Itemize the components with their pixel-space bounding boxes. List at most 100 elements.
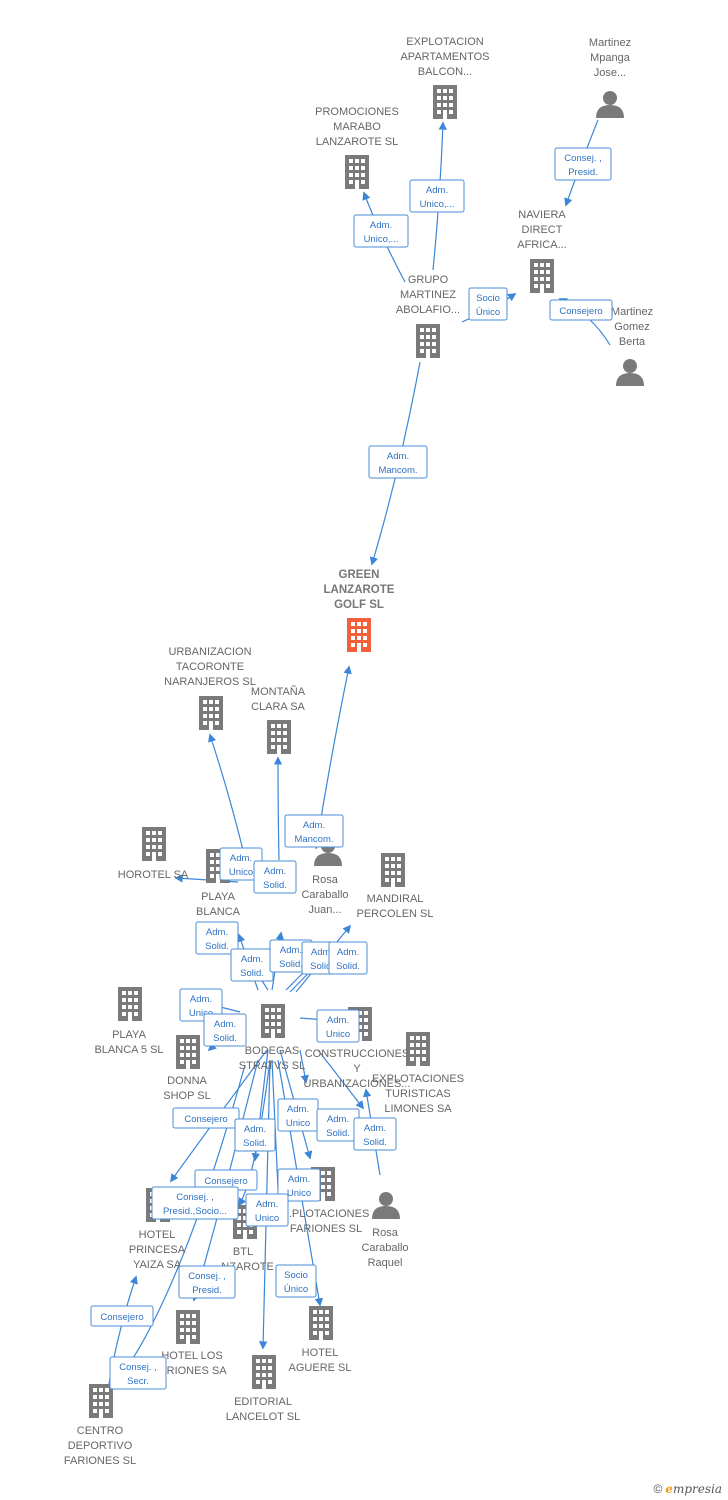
relation-label-r10[interactable]: Adm.Solid. <box>195 921 239 955</box>
node-label: Martinez <box>589 37 631 49</box>
relation-box <box>179 988 223 1022</box>
relation-text: Unico <box>255 1213 279 1224</box>
relation-labels: Adm.Unico,...Consej. ,Presid.Adm.Unico,.… <box>90 147 613 1390</box>
node-label: TACORONTE <box>176 661 244 673</box>
node-label: DONNA <box>167 1075 207 1087</box>
node-explotacion-apartamentos[interactable]: EXPLOTACIONAPARTAMENTOSBALCON... <box>400 36 490 119</box>
building-icon[interactable] <box>142 827 166 861</box>
node-label: CENTRO <box>77 1425 124 1437</box>
brand-logo[interactable]: empresia <box>665 1482 722 1496</box>
building-icon[interactable] <box>267 720 291 754</box>
relation-text: Solid. <box>243 1138 267 1149</box>
relation-text: Adm. <box>426 185 448 196</box>
relation-label-r5[interactable]: Consejero <box>549 299 613 321</box>
relation-label-r15[interactable]: Adm.Unico <box>179 988 223 1022</box>
relation-label-r16[interactable]: Adm.Solid. <box>203 1013 247 1047</box>
node-martinez-mpanga[interactable]: MartinezMpangaJose... <box>589 37 631 118</box>
building-icon[interactable] <box>309 1306 333 1340</box>
node-label: GRUPO <box>408 274 449 286</box>
relation-label-r8[interactable]: Adm.Unico <box>219 847 263 881</box>
building-icon[interactable] <box>530 259 554 293</box>
building-icon[interactable] <box>416 324 440 358</box>
relation-label-r26[interactable]: Adm.Unico <box>245 1193 289 1227</box>
node-label: YAIZA SA <box>133 1259 182 1271</box>
node-naviera-direct[interactable]: NAVIERADIRECTAFRICA... <box>517 209 567 293</box>
building-icon[interactable] <box>252 1355 276 1389</box>
building-icon[interactable] <box>433 85 457 119</box>
person-icon[interactable] <box>372 1192 400 1219</box>
node-grupo-martinez[interactable]: GRUPOMARTINEZABOLAFIO... <box>396 274 460 358</box>
relation-text: Consej. , <box>119 1362 157 1373</box>
relation-label-r7[interactable]: Adm.Mancom. <box>284 814 344 848</box>
building-icon[interactable] <box>381 853 405 887</box>
node-horotel[interactable]: HOROTEL SA <box>118 827 189 881</box>
relation-label-r3[interactable]: Adm.Unico,... <box>353 214 409 248</box>
relation-box <box>172 1107 240 1129</box>
relation-label-r22[interactable]: Adm.Solid. <box>353 1117 397 1151</box>
relation-label-r6[interactable]: Adm.Mancom. <box>368 445 428 479</box>
relation-label-r25[interactable]: Adm.Unico <box>277 1168 321 1202</box>
relation-text: Presid. <box>192 1285 222 1296</box>
building-icon[interactable] <box>406 1032 430 1066</box>
building-icon[interactable] <box>345 155 369 189</box>
node-label: EXPLOTACIONES <box>372 1073 464 1085</box>
relation-text: Solid. <box>279 959 303 970</box>
relation-label-r1[interactable]: Adm.Unico,... <box>409 179 465 213</box>
relation-box <box>549 299 613 321</box>
building-icon[interactable] <box>261 1004 285 1038</box>
relation-text: Solid. <box>363 1137 387 1148</box>
building-icon[interactable] <box>89 1384 113 1418</box>
building-icon[interactable] <box>176 1310 200 1344</box>
relation-label-r9[interactable]: Adm.Solid. <box>253 860 297 894</box>
person-icon[interactable] <box>616 359 644 386</box>
relation-label-r27[interactable]: Consej. ,Presid. <box>178 1265 236 1299</box>
node-hotel-los-fariones[interactable]: HOTEL LOS...RIONES SA <box>157 1310 227 1377</box>
relation-text: Solid. <box>205 941 229 952</box>
relation-label-r2[interactable]: Consej. ,Presid. <box>554 147 612 181</box>
node-label: Jose... <box>594 67 626 79</box>
relation-label-r29[interactable]: Consejero <box>90 1305 154 1327</box>
relation-label-r21[interactable]: Adm.Solid. <box>316 1108 360 1142</box>
building-icon[interactable] <box>176 1035 200 1069</box>
relation-label-r19[interactable]: Adm.Solid. <box>234 1118 276 1152</box>
relation-label-r20[interactable]: Adm.Unico <box>277 1098 319 1132</box>
building-icon[interactable] <box>199 696 223 730</box>
relation-label-r17[interactable]: Adm.Unico <box>316 1009 360 1043</box>
relation-label-r11[interactable]: Adm.Solid. <box>230 948 274 982</box>
relation-label-r18[interactable]: Consejero <box>172 1107 240 1129</box>
relation-label-r30[interactable]: Consej. ,Secr. <box>109 1356 167 1390</box>
building-icon[interactable] <box>118 987 142 1021</box>
relation-text: Consejero <box>100 1312 143 1323</box>
relation-text: Consej. , <box>176 1192 214 1203</box>
person-icon[interactable] <box>596 91 624 118</box>
relation-text: Socio <box>284 1270 308 1281</box>
node-label: Caraballo <box>361 1242 408 1254</box>
node-label: PLAYA <box>201 891 235 903</box>
node-construcciones[interactable]: CONSTRUCCIONESYURBANIZACIONES... <box>304 1007 411 1090</box>
relation-box <box>284 814 344 848</box>
relation-label-r24[interactable]: Consej. ,Presid.,Socio... <box>151 1186 239 1220</box>
relation-text: Consej. , <box>564 153 602 164</box>
node-rosa-juan[interactable]: RosaCaraballoJuan... <box>301 839 349 916</box>
building-icon[interactable] <box>347 618 371 652</box>
relation-label-r14[interactable]: Adm.Solid. <box>328 941 368 975</box>
